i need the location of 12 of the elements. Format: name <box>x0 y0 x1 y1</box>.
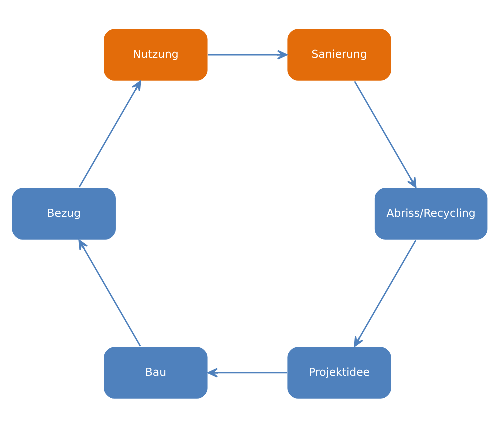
arrow <box>354 240 417 348</box>
arrow <box>208 368 288 378</box>
node-box: Nutzung <box>103 28 209 82</box>
arrow <box>78 240 142 347</box>
node-box: Bau <box>103 346 209 400</box>
node-box: Projektidee <box>286 346 392 400</box>
arrow <box>354 81 417 188</box>
node-box: Abriss/Recycling <box>374 187 489 241</box>
node-box: Bezug <box>11 187 117 241</box>
arrow <box>208 50 288 60</box>
arrow <box>78 80 142 188</box>
node-box: Sanierung <box>286 28 392 82</box>
